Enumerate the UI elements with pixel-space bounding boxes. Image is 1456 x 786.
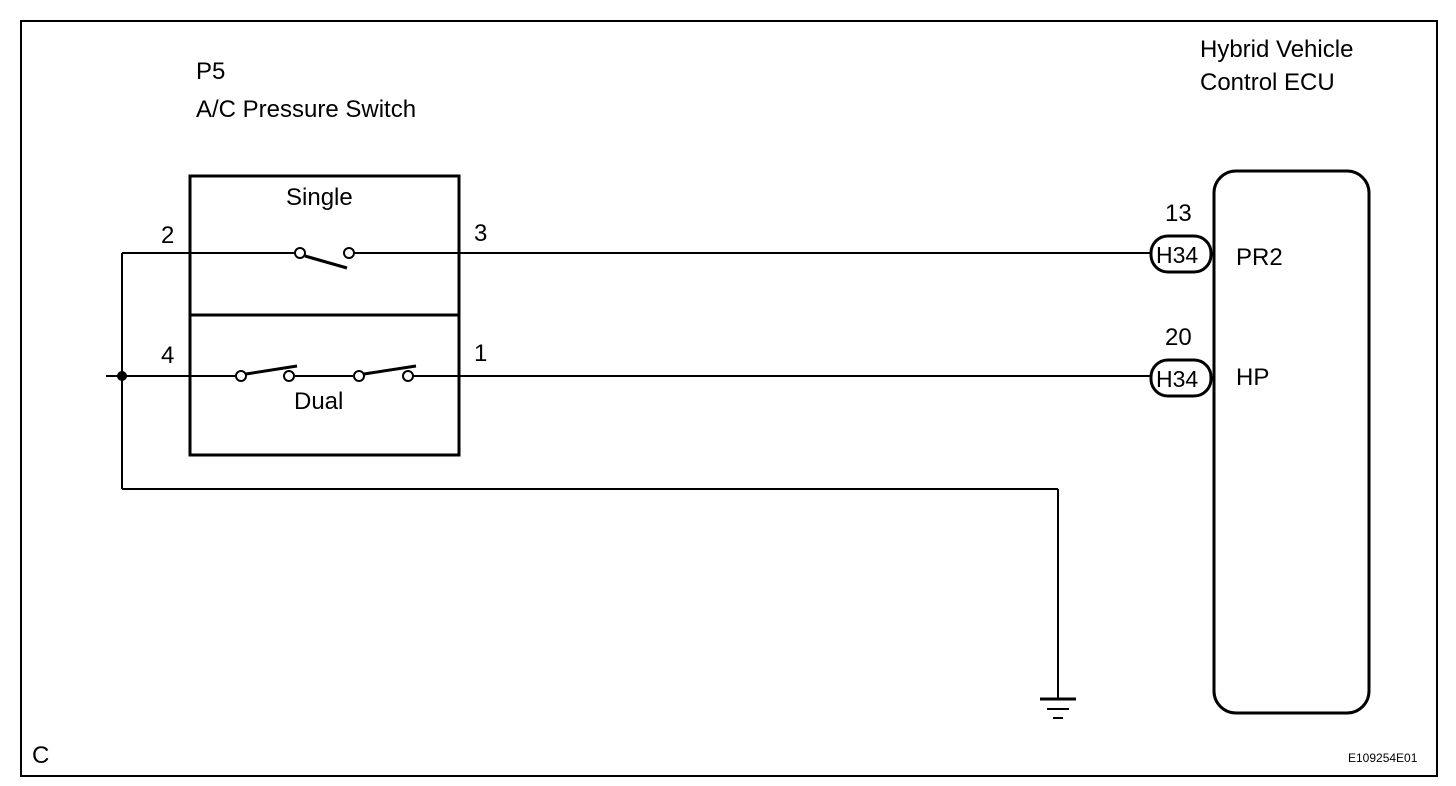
connector-h34-upper <box>1149 234 1213 274</box>
pressure-switch-box <box>188 174 461 457</box>
ecu-title-line2: Control ECU <box>1200 69 1335 96</box>
connector-h34-lower-label: H34 <box>1156 366 1198 392</box>
single-switch-contact <box>294 247 355 270</box>
pin-3-label: 3 <box>474 220 487 247</box>
figure-id: E109254E01 <box>1348 751 1418 765</box>
ground-icon <box>1040 697 1076 719</box>
ecu-pin-13-label: 13 <box>1165 200 1192 227</box>
diagram-frame <box>20 20 1438 777</box>
pin-4-label: 4 <box>161 342 174 369</box>
corner-letter: C <box>32 742 49 769</box>
dual-label: Dual <box>294 388 343 415</box>
connector-h34-lower <box>1149 358 1213 398</box>
switch-code: P5 <box>196 58 225 85</box>
dual-switch-contact-1 <box>235 364 298 382</box>
switch-name: A/C Pressure Switch <box>196 96 416 123</box>
ground-circuit-wires <box>121 253 1059 698</box>
single-label: Single <box>286 184 353 211</box>
pin-2-label: 2 <box>161 222 174 249</box>
ecu-pin-20-label: 20 <box>1165 324 1192 351</box>
signal-hp-label: HP <box>1236 364 1269 391</box>
ecu-title-line1: Hybrid Vehicle <box>1200 36 1353 63</box>
signal-pr2-label: PR2 <box>1236 244 1283 271</box>
pin-1-label: 1 <box>474 340 487 367</box>
dual-switch-contact-2 <box>353 364 417 382</box>
ecu-box <box>1212 169 1371 715</box>
junction-dot <box>117 371 127 381</box>
connector-h34-upper-label: H34 <box>1156 242 1198 268</box>
